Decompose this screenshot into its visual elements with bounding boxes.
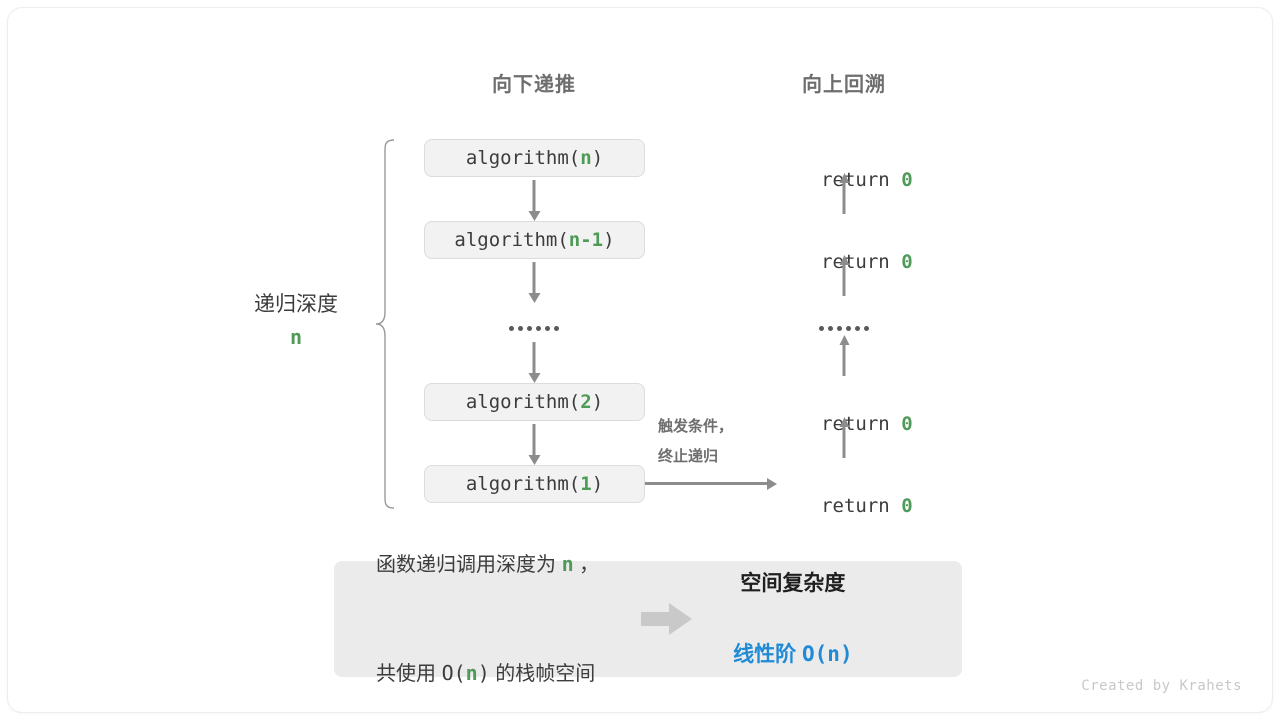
dot [828,326,833,331]
return-value: 0 [901,495,913,517]
return-keyword: return [821,169,902,191]
dot [518,326,523,331]
base-case-arrow [645,482,768,485]
dot [536,326,541,331]
call-box-n[interactable]: algorithm(n) [424,139,645,177]
credit-text: Created by Krahets [1081,678,1242,694]
diagram-card: 向下递推 向上回溯 递归深度 n algorithm(n) algorithm(… [8,8,1272,712]
right-block-arrow-icon [641,602,693,636]
down-arrow-1 [532,180,536,212]
down-arrow-3 [532,342,536,374]
dot [545,326,550,331]
ellipsis-right [819,326,869,331]
dot [855,326,860,331]
summary-line2-n: n [465,661,478,685]
down-arrow-2 [532,262,536,294]
dot [509,326,514,331]
summary-line1-text-a: 函数递归调用深度为 [376,554,562,576]
complexity-order-text: 线性阶 [733,642,803,666]
ellipsis-left [509,326,559,331]
recursion-depth-brace [374,138,400,510]
summary-line-1: 函数递归调用深度为 n ， [376,546,599,583]
up-arrow-4 [842,426,846,458]
call-box-suffix: ) [603,229,615,251]
trigger-condition-line2: 终止递归 [658,448,719,465]
up-arrow-3 [842,344,846,376]
summary-line-2: 共使用 O(n) 的栈帧空间 [376,655,599,692]
summary-line2-text-b: 的栈帧空间 [489,663,596,685]
summary-conclusion: 空间复杂度 线性阶 O(n) [733,531,852,708]
call-box-arg: 1 [580,473,592,495]
call-box-suffix: ) [591,147,604,169]
return-keyword: return [821,495,902,517]
complexity-value: 线性阶 O(n) [733,637,852,672]
dot [846,326,851,331]
column-header-descend: 向下递推 [492,74,576,96]
return-value: 0 [901,169,913,191]
call-box-arg: n-1 [568,229,604,251]
dot [864,326,869,331]
call-box-prefix: algorithm( [465,147,581,169]
return-keyword: return [821,251,902,273]
summary-line1-text-b: ， [573,554,600,576]
summary-line1-n: n [561,552,574,576]
return-value: 0 [901,413,913,435]
summary-panel: 函数递归调用深度为 n ， 共使用 O(n) 的栈帧空间 空间复杂度 线性阶 O… [334,552,962,685]
recursion-depth-value: n [289,325,303,349]
return-keyword: return [821,413,902,435]
complexity-order-notation: O(n) [802,641,853,666]
call-box-n-1[interactable]: algorithm(n-1) [424,221,645,259]
call-box-arg: 2 [580,391,592,413]
complexity-title: 空间复杂度 [740,571,846,595]
dot [819,326,824,331]
down-arrow-4 [532,424,536,456]
call-box-arg: n [580,147,592,169]
summary-line2-close: ) [477,661,490,685]
summary-description: 函数递归调用深度为 n ， 共使用 O(n) 的栈帧空间 [376,474,599,712]
summary-line2-text-a: 共使用 [376,663,442,685]
trigger-condition-note: 触发条件， 终止递归 [658,412,733,472]
recursion-depth-label: 递归深度 n [254,288,338,352]
call-box-1[interactable]: algorithm(1) [424,465,645,503]
summary-line2-o: O( [441,661,466,685]
call-box-prefix: algorithm( [465,391,581,413]
trigger-condition-line1: 触发条件， [658,418,734,435]
return-label-4: return 0 [775,473,913,539]
dot [527,326,532,331]
return-value: 0 [901,251,913,273]
call-box-prefix: algorithm( [454,229,569,251]
column-header-ascend: 向上回溯 [802,74,886,96]
call-box-prefix: algorithm( [465,473,581,495]
dot [837,326,842,331]
call-box-suffix: ) [591,391,604,413]
recursion-depth-text: 递归深度 [254,293,338,316]
up-arrow-1 [842,182,846,214]
call-box-2[interactable]: algorithm(2) [424,383,645,421]
up-arrow-2 [842,264,846,296]
call-box-suffix: ) [591,473,604,495]
dot [554,326,559,331]
